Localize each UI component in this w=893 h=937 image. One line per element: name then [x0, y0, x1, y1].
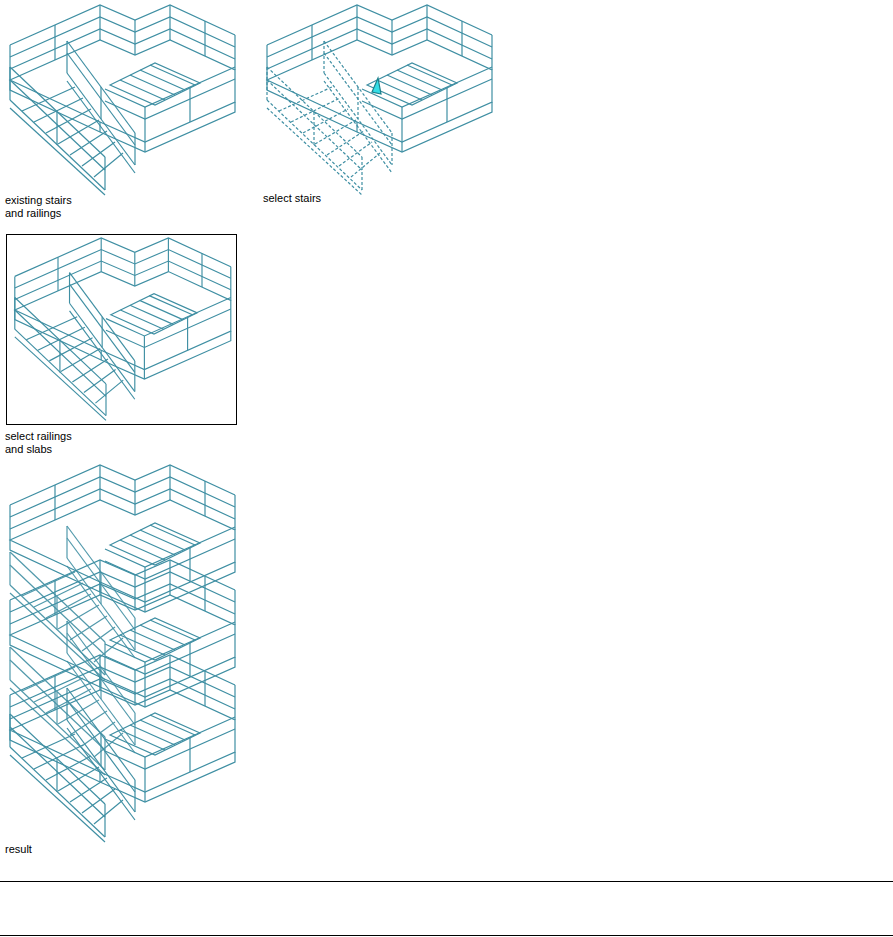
caption-label: select railings and slabs	[5, 430, 89, 456]
caption-label: result	[5, 843, 32, 856]
caption-label: select stairs	[263, 192, 321, 205]
caption-label: existing stairs and railings	[5, 194, 89, 220]
